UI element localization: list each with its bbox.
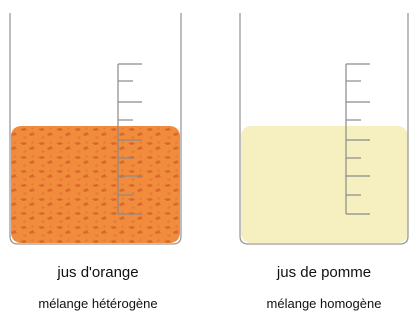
orange-juice-subtitle: mélange hétérogène (8, 296, 188, 311)
apple-juice-liquid (241, 126, 408, 243)
orange-juice-title: jus d'orange (8, 264, 188, 281)
beaker-apple-juice (240, 13, 408, 244)
apple-juice-title: jus de pomme (234, 264, 412, 281)
orange-juice-liquid (11, 126, 180, 243)
apple-juice-subtitle: mélange homogène (234, 296, 412, 311)
beaker-orange-juice (10, 13, 181, 244)
